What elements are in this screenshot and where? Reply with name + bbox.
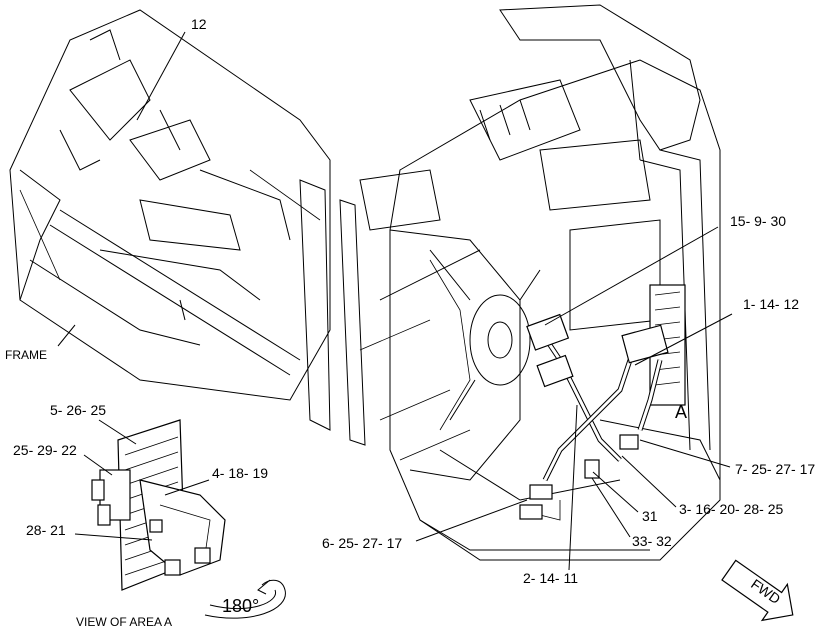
area-a-marker: A bbox=[675, 402, 687, 422]
view-of-area-a-caption: VIEW OF AREA A bbox=[76, 615, 172, 629]
callout-25-29-22: 25- 29- 22 bbox=[13, 442, 77, 458]
callout-15-9-30: 15- 9- 30 bbox=[730, 213, 786, 229]
callout-frame: FRAME bbox=[5, 348, 47, 362]
callout-5-26-25: 5- 26- 25 bbox=[50, 402, 106, 418]
callout-33-32: 33- 32 bbox=[632, 533, 672, 549]
callout-1-14-12: 1- 14- 12 bbox=[743, 296, 799, 312]
callout-31: 31 bbox=[642, 508, 658, 524]
rotation-label: 180° bbox=[222, 596, 259, 616]
inset-view-area-a bbox=[91, 419, 226, 591]
callout-2-14-11: 2- 14- 11 bbox=[523, 570, 578, 586]
wiring-harness bbox=[519, 313, 669, 520]
leader-lines bbox=[57, 31, 733, 571]
callout-7-25-27-17: 7- 25- 27- 17 bbox=[735, 461, 815, 477]
machine-outline bbox=[9, 4, 721, 561]
forward-arrow-icon bbox=[721, 559, 794, 622]
callout-3-16-20-28-25: 3- 16- 20- 28- 25 bbox=[679, 501, 783, 517]
callout-28-21: 28- 21 bbox=[26, 522, 66, 538]
rotation-arrow-icon bbox=[204, 579, 286, 619]
callout-12: 12 bbox=[191, 16, 207, 32]
callout-6-25-27-17: 6- 25- 27- 17 bbox=[322, 535, 402, 551]
callout-4-18-19: 4- 18- 19 bbox=[212, 465, 268, 481]
